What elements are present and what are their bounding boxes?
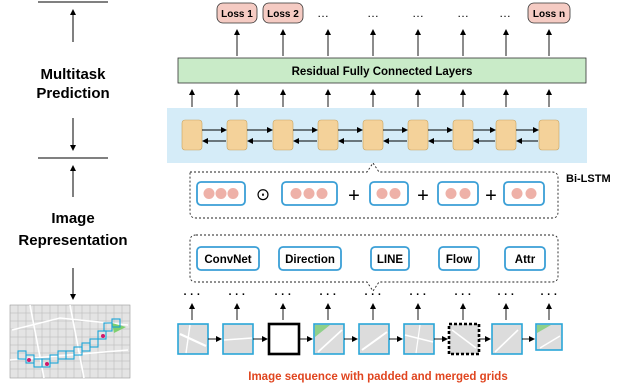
grid-image [403, 323, 435, 355]
combine-operators: ⊙ + + + [256, 185, 497, 207]
feature-box-attr [504, 246, 546, 271]
svg-text:· · ·: · · · [540, 289, 557, 301]
grid-image [358, 323, 390, 355]
lstm-cell [495, 119, 517, 151]
representation-label: Representation [18, 232, 127, 249]
image-sequence [177, 322, 563, 356]
loss-box [527, 2, 571, 24]
svg-text:· · ·: · · · [454, 289, 471, 301]
loss-label: Loss n [533, 9, 565, 20]
lstm-cell [362, 119, 384, 151]
feature-extractors-box [189, 234, 559, 292]
feature-label: Direction [285, 254, 335, 266]
lstm-cell [538, 119, 560, 151]
grid-image [177, 323, 209, 355]
hadamard-operator: ⊙ [256, 185, 270, 204]
loss-row: Loss 1 Loss 2 … … … … … Loss n [216, 2, 571, 24]
svg-text:· · ·: · · · [497, 289, 514, 301]
merged-grid-image [447, 322, 481, 356]
grid-image [491, 323, 523, 355]
feature-extractors: ConvNet Direction LINE Flow Attr [196, 246, 546, 271]
loss-ellipsis: … [412, 6, 424, 20]
residual-fc-label: Residual Fully Connected Layers [292, 66, 473, 78]
feature-label: LINE [377, 254, 404, 266]
svg-text:· · ·: · · · [364, 289, 381, 301]
feature-label: Attr [515, 254, 536, 266]
embedding-vectors [196, 181, 545, 206]
plus-operator: + [348, 185, 360, 207]
embedding-vector [437, 181, 479, 206]
loss-ellipsis: … [499, 6, 511, 20]
feature-label: Flow [446, 254, 472, 266]
lstm-cell [317, 119, 339, 151]
image-label: Image [51, 210, 94, 227]
prediction-label: Prediction [36, 85, 109, 102]
grid-image [222, 323, 254, 355]
loss-label: Loss 2 [267, 9, 299, 20]
grid-image [313, 323, 345, 355]
svg-text:· · ·: · · · [409, 289, 426, 301]
embedding-combination-box [189, 162, 559, 219]
svg-text:· · ·: · · · [183, 289, 200, 301]
multitask-label: Multitask [40, 66, 106, 83]
feature-box-convnet [196, 246, 260, 271]
lstm-cell [226, 119, 248, 151]
feature-box-flow [438, 246, 480, 271]
feature-box-direction [278, 246, 342, 271]
padded-grid-image [267, 322, 301, 356]
arrows-to-residual [189, 89, 552, 107]
plus-operator: + [417, 185, 429, 207]
svg-text:· · ·: · · · [319, 289, 336, 301]
lstm-cell [452, 119, 474, 151]
embedding-vector [503, 181, 545, 206]
lstm-cell [181, 119, 203, 151]
lstm-cell [407, 119, 429, 151]
loss-ellipsis: … [457, 6, 469, 20]
arrows-to-loss [234, 29, 552, 56]
arrows-from-images [189, 303, 552, 320]
loss-label: Loss 1 [221, 9, 253, 20]
residual-fc-box [177, 57, 587, 84]
sequence-ellipses: · · · · · · · · · · · · · · · · · · · · … [183, 289, 557, 301]
feature-box-line [370, 246, 410, 271]
plus-operator: + [485, 185, 497, 207]
grid-image [535, 323, 563, 351]
loss-ellipsis: … [367, 6, 379, 20]
map-thumbnail [9, 304, 131, 379]
lstm-cell [272, 119, 294, 151]
left-column: Multitask Prediction Image Representatio… [9, 1, 131, 379]
feature-label: ConvNet [204, 254, 251, 266]
loss-ellipsis: … [317, 6, 329, 20]
svg-text:· · ·: · · · [274, 289, 291, 301]
loss-box [216, 2, 258, 24]
loss-box [262, 2, 304, 24]
embedding-vector [369, 181, 409, 206]
bilstm-label: Bi-LSTM [566, 173, 611, 185]
svg-text:· · ·: · · · [228, 289, 245, 301]
sequence-caption: Image sequence with padded and merged gr… [248, 371, 507, 383]
lstm-cells [181, 119, 560, 151]
